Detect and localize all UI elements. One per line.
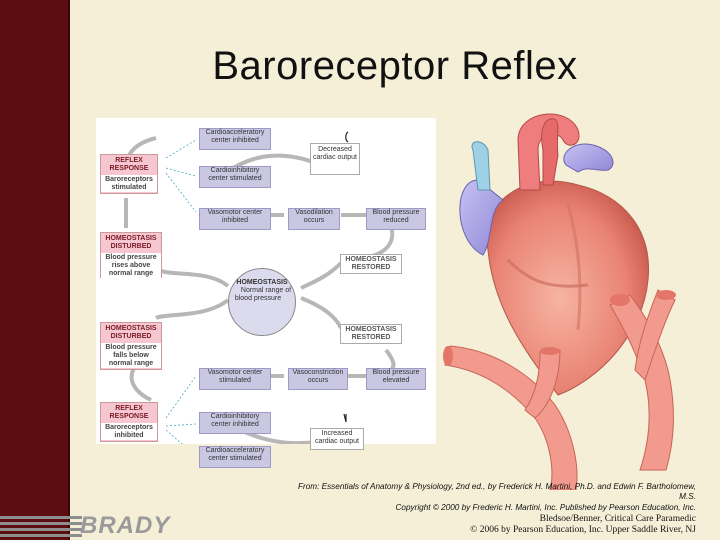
dist-top-sub: Blood pressure rises above normal range bbox=[101, 253, 161, 278]
homeostasis-restored-bottom: HOMEOSTASIS RESTORED bbox=[340, 324, 402, 344]
cardioinh-inhibited-box: Cardioinhibitory center inhibited bbox=[199, 412, 271, 434]
reflex-bot-head: REFLEX RESPONSE bbox=[109, 405, 149, 420]
reflex-top-head: REFLEX RESPONSE bbox=[109, 157, 149, 172]
brady-stripe-4 bbox=[0, 534, 82, 537]
credit-line-4: Bledsoe/Benner, Critical Care Paramedic bbox=[539, 514, 696, 524]
heart-illustration bbox=[459, 113, 650, 396]
credit-line-2: M.S. bbox=[679, 492, 696, 501]
homeostasis-restored-top: HOMEOSTASIS RESTORED bbox=[340, 254, 402, 274]
cardioacc-inhibited-box: Cardioacceleratory center inhibited bbox=[199, 128, 271, 150]
homeostasis-circle: HOMEOSTASIS Normal range of blood pressu… bbox=[228, 268, 296, 336]
homeostasis-disturbed-top: HOMEOSTASIS DISTURBED Blood pressure ris… bbox=[100, 232, 162, 278]
credit-line-1: From: Essentials of Anatomy & Physiology… bbox=[297, 482, 696, 491]
slide-title: Baroreceptor Reflex bbox=[212, 44, 578, 88]
cardioacc-stimulated-box: Cardioacceleratory center stimulated bbox=[199, 446, 271, 468]
brady-stripe-1 bbox=[0, 516, 82, 519]
decreased-cardiac-output-box: Decreased cardiac output bbox=[310, 143, 360, 175]
dist-top-head: HOMEOSTASIS DISTURBED bbox=[105, 235, 157, 250]
vasomotor-stimulated-box: Vasomotor center stimulated bbox=[199, 368, 271, 390]
reflex-response-bottom: REFLEX RESPONSE Baroreceptors inhibited bbox=[100, 402, 158, 442]
dist-bot-head: HOMEOSTASIS DISTURBED bbox=[105, 325, 157, 340]
brady-logo-text: BRADY bbox=[80, 512, 171, 539]
brady-stripe-2 bbox=[0, 522, 82, 525]
reflex-bot-sub: Baroreceptors inhibited bbox=[101, 423, 157, 440]
blood-vessels-illustration bbox=[443, 289, 676, 490]
homeostasis-head: HOMEOSTASIS bbox=[236, 279, 288, 286]
reflex-response-top: REFLEX RESPONSE Baroreceptors stimulated bbox=[100, 154, 158, 194]
baroreceptor-flow-diagram: Cardioacceleratory center inhibited REFL… bbox=[96, 118, 436, 450]
brady-stripe-3 bbox=[0, 528, 82, 531]
vasodilation-box: Vasodilation occurs bbox=[288, 208, 340, 230]
left-accent-edge bbox=[68, 0, 70, 540]
vasomotor-inhibited-box: Vasomotor center inhibited bbox=[199, 208, 271, 230]
bp-reduced-box: Blood pressure reduced bbox=[366, 208, 426, 230]
homeostasis-disturbed-bottom: HOMEOSTASIS DISTURBED Blood pressure fal… bbox=[100, 322, 162, 370]
credit-line-3: Copyright © 2000 by Frederic H. Martini,… bbox=[395, 503, 696, 512]
increased-cardiac-output-box: Increased cardiac output bbox=[310, 428, 364, 450]
homeostasis-sub: Normal range of blood pressure bbox=[234, 287, 292, 302]
reflex-top-sub: Baroreceptors stimulated bbox=[101, 175, 157, 192]
bp-elevated-box: Blood pressure elevated bbox=[366, 368, 426, 390]
dist-bot-sub: Blood pressure falls below normal range bbox=[101, 343, 161, 368]
left-accent-bar bbox=[0, 0, 68, 540]
cardioinh-stimulated-box: Cardioinhibitory center stimulated bbox=[199, 166, 271, 188]
vasoconstriction-box: Vasoconstriction occurs bbox=[288, 368, 348, 390]
credit-line-5: © 2006 by Pearson Education, Inc. Upper … bbox=[470, 525, 696, 535]
